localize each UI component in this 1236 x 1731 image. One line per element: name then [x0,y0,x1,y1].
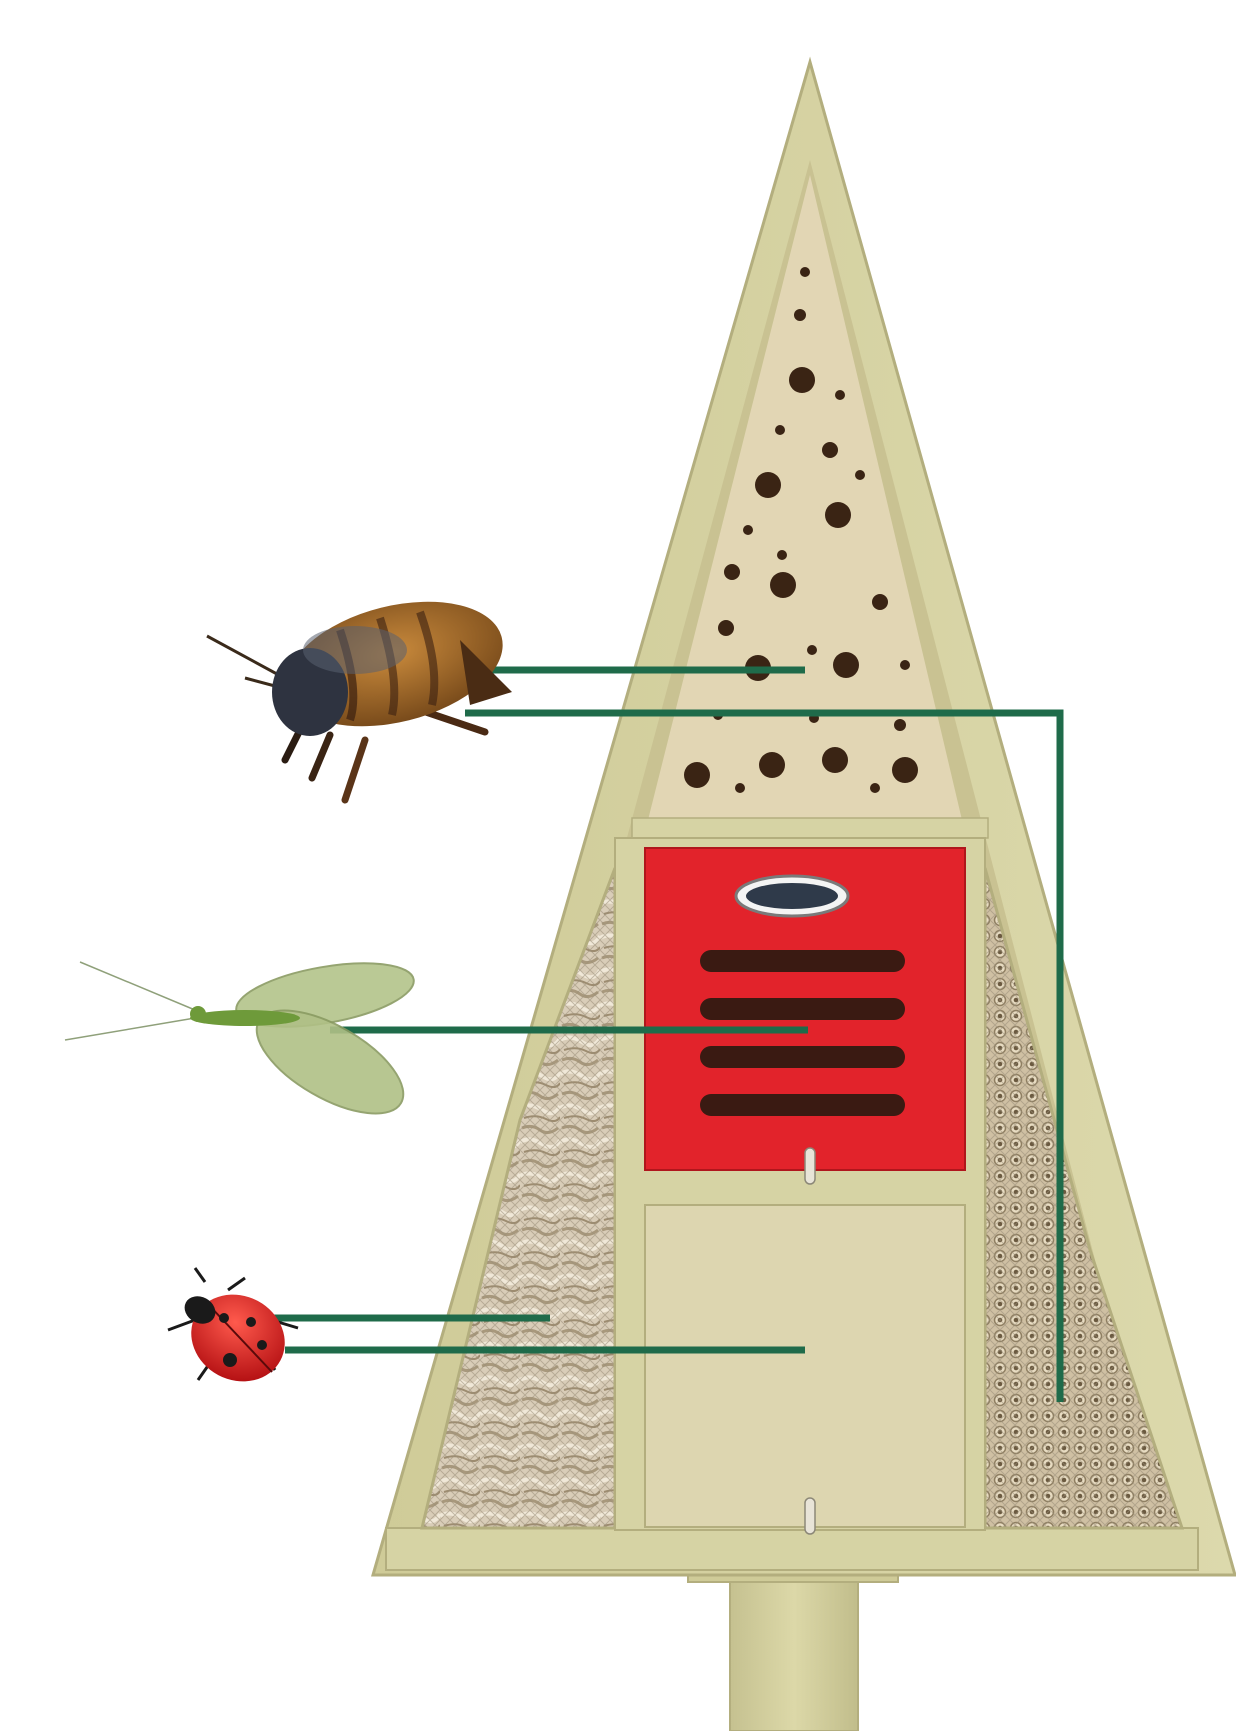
oval-badge-icon [736,876,848,916]
door-knob-bottom [805,1498,815,1534]
bee-icon [207,581,516,800]
red-door [645,848,965,1184]
ladybug-icon [168,1268,300,1398]
lower-door [645,1205,965,1534]
hotel-post [688,1556,898,1731]
bark-compartment [422,868,615,1528]
door-knob-top [805,1148,815,1184]
lacewing-icon [65,952,419,1134]
